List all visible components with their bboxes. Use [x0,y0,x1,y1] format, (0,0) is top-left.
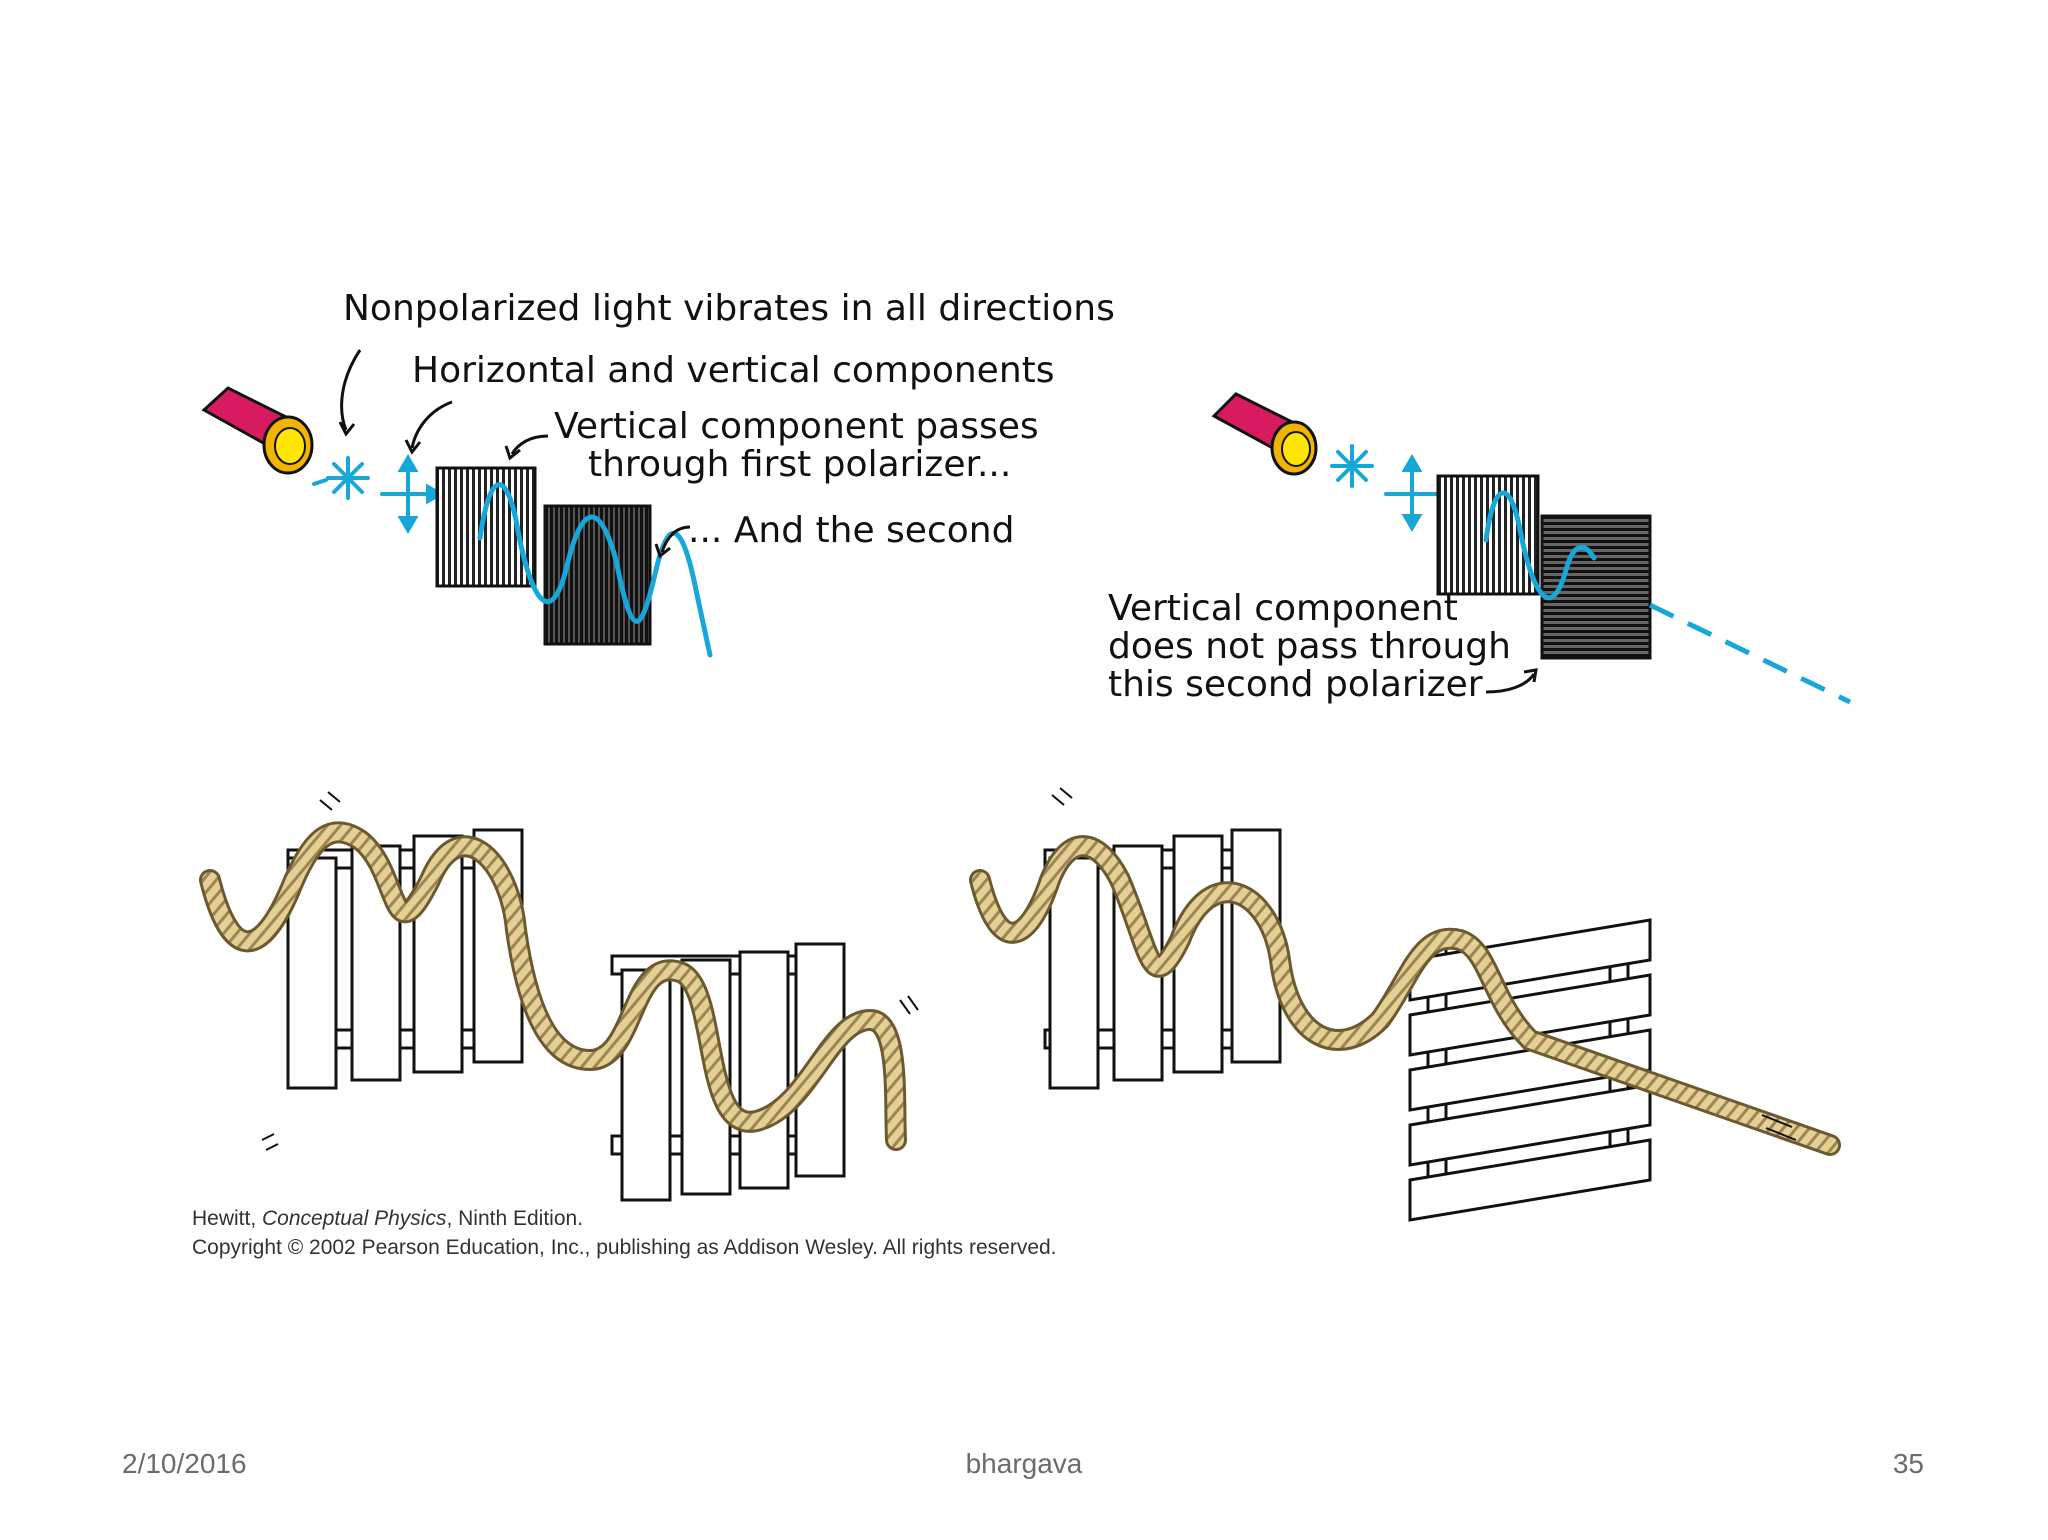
fence-icon [286,828,524,1090]
label-blocked-2: does not pass through [1108,626,1511,667]
credit-line-2: Copyright © 2002 Pearson Education, Inc.… [192,1236,1057,1259]
credit-edition: , Ninth Edition. [446,1207,584,1230]
footer-date: 2/10/2016 [122,1448,247,1479]
label-blocked-1: Vertical component [1108,588,1458,629]
flashlight-icon [201,386,314,475]
credit-author: Hewitt, [192,1207,263,1230]
label-components: Horizontal and vertical components [412,350,1055,391]
credit-book-title: Conceptual Physics [262,1207,447,1230]
light-dashed-line [1648,602,1852,705]
footer-page-number: 35 [1892,1448,1924,1479]
label-second-polarizer: ... And the second [688,510,1014,551]
annotation-arrows [338,349,691,559]
components-icon [380,454,444,534]
footer-author: bhargava [965,1448,1083,1479]
polarizer-filter-icon [543,504,652,646]
rope-icon [202,824,904,1148]
label-first-polarizer-2: through first polarizer... [588,444,1011,485]
polarizer-filter-icon [435,466,537,588]
credit-line-1: Hewitt, Conceptual Physics, Ninth Editio… [192,1207,583,1231]
rope-icon [972,838,1838,1153]
label-first-polarizer-1: Vertical component passes [554,406,1039,447]
polarization-figure: Nonpolarized light vibrates in all direc… [199,288,1852,1222]
fence-icon [1408,918,1652,1222]
nonpolarized-light-icon [312,456,370,500]
nonpolarized-light-icon [1330,444,1374,488]
light-wave [1483,490,1597,601]
flashlight-icon [1211,392,1318,476]
label-nonpolarized: Nonpolarized light vibrates in all direc… [343,288,1115,329]
annotation-arrows [1485,668,1538,694]
components-icon [1384,454,1440,532]
label-blocked-3: this second polarizer [1108,664,1483,705]
motion-marks [261,787,1797,1151]
